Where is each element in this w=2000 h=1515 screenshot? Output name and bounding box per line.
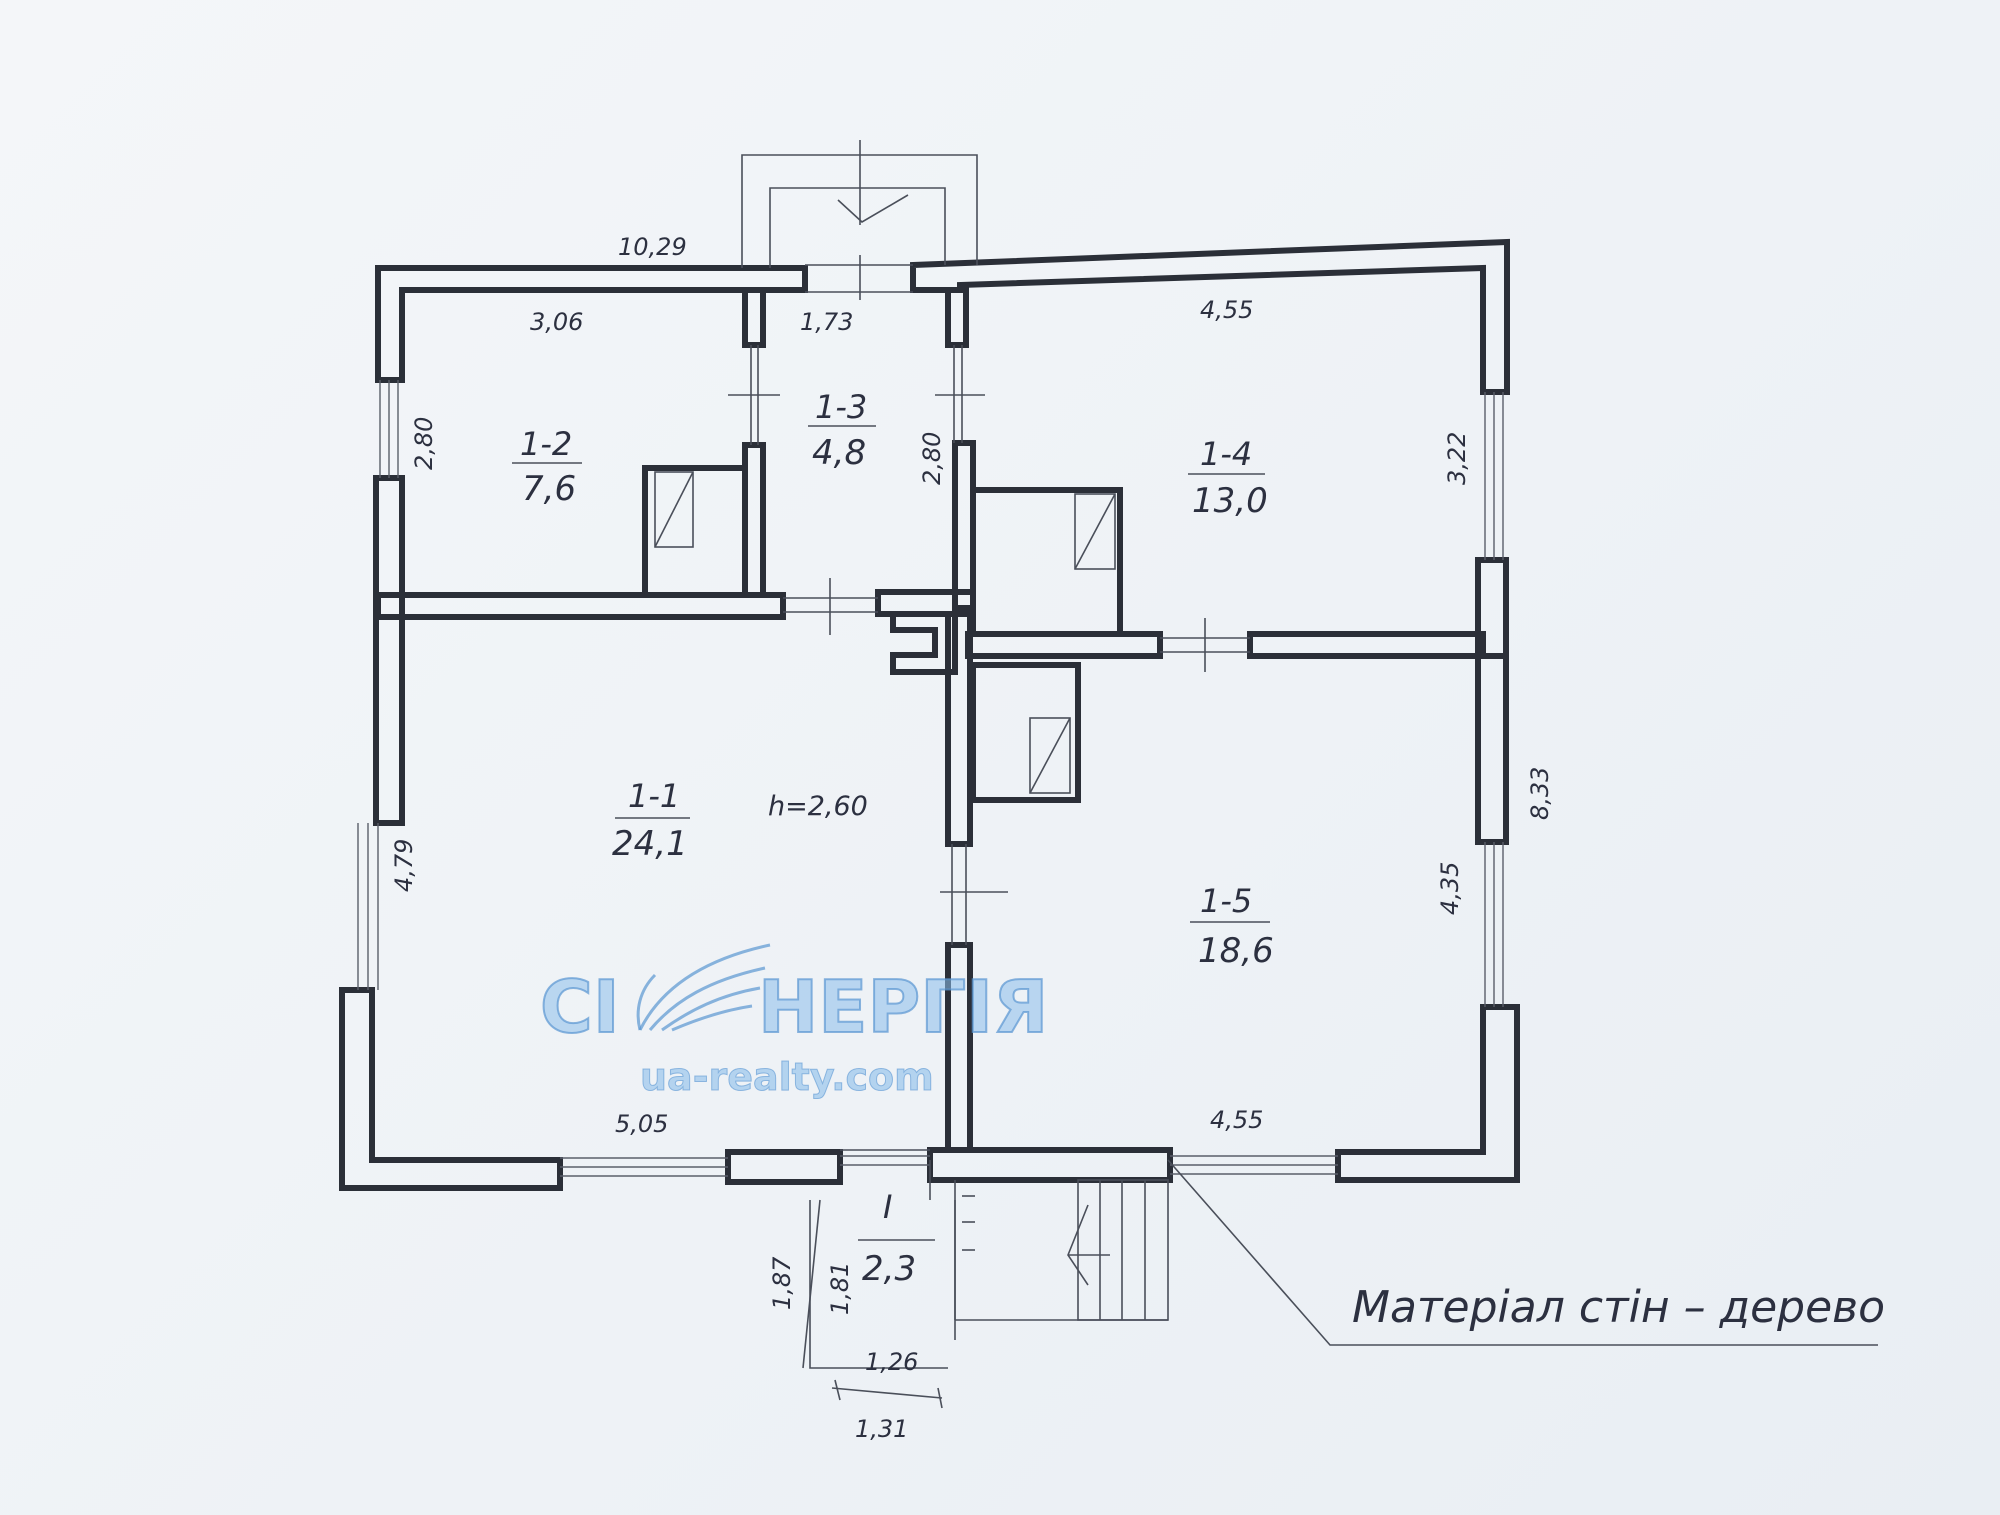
wall-1-2-1-3-upper (742, 287, 766, 348)
window-bottom-center (840, 1155, 930, 1166)
wall-1-1-1-5-lower (945, 942, 973, 1153)
dim-room-1-1-depth: 4,79 (390, 839, 418, 892)
room-porch: I 2,3 (858, 1188, 935, 1289)
watermark-url: ua-realty.com (640, 1055, 934, 1099)
dim-porch-left-inner: 1,81 (826, 1262, 854, 1315)
door-marks (728, 255, 1250, 1200)
wall-left-middle (373, 475, 405, 826)
room-id: 1-4 (1200, 435, 1252, 473)
room-area: 18,6 (1198, 931, 1274, 971)
room-area: 2,3 (862, 1249, 916, 1289)
room-area: 13,0 (1192, 481, 1268, 521)
room-labels: 1-2 7,6 1-3 4,8 1-4 13,0 1-1 24,1 h=2,60… (512, 388, 1274, 1289)
wall-bottom-entry (927, 1147, 1173, 1183)
dim-porch-width-inner: 1,26 (865, 1348, 918, 1376)
dim-overall-width-top: 10,29 (618, 233, 687, 261)
wall-bottom-left (339, 987, 563, 1191)
room-id: 1-5 (1200, 882, 1252, 920)
dim-room-1-5-depth: 4,35 (1436, 862, 1464, 915)
stove-1-4-flue (1074, 493, 1116, 570)
window-right-upper (1484, 392, 1504, 560)
dim-room-1-3-width: 1,73 (800, 308, 853, 336)
window-left-lower (357, 823, 379, 990)
dimension-labels: 10,29 3,06 1,73 4,55 2,80 2,80 3,22 8,33… (390, 233, 1554, 1443)
wall-material-note: Матеріал стін – дерево (1352, 1282, 1885, 1333)
dim-room-1-2-depth: 2,80 (410, 417, 438, 470)
wall-1-4-1-5-right (1247, 631, 1486, 659)
dim-room-1-3-depth: 2,80 (918, 432, 946, 485)
stove-1-2-flue (654, 471, 694, 548)
window-bottom-left (560, 1157, 728, 1177)
room-1-4: 1-4 13,0 (1188, 435, 1268, 521)
dim-room-1-4-width: 4,55 (1200, 296, 1253, 324)
window-bottom-right (1170, 1155, 1338, 1175)
wall-bottom-right (1335, 1004, 1520, 1183)
watermark-brand-right: НЕРГІЯ (758, 965, 1048, 1049)
room-id: I (883, 1188, 892, 1226)
dim-porch-left-outer: 1,87 (768, 1256, 796, 1310)
bottom-porch (802, 1179, 1169, 1409)
room-1-1: 1-1 24,1 (612, 777, 690, 864)
stove-1-5 (970, 662, 1081, 803)
windows (357, 380, 1504, 1177)
top-porch (741, 140, 978, 268)
room-area: 24,1 (612, 824, 688, 864)
dim-overall-depth-right: 8,33 (1526, 767, 1554, 820)
room-1-2: 1-2 7,6 (512, 425, 582, 509)
stove-1-5-flue (1029, 717, 1071, 794)
stairs (1077, 1179, 1169, 1321)
dim-room-1-1-width: 5,05 (615, 1110, 668, 1138)
room-area: 7,6 (522, 469, 576, 509)
dim-porch-width-outer: 1,31 (855, 1415, 908, 1443)
window-right-lower (1484, 842, 1504, 1007)
ceiling-height: h=2,60 (768, 791, 868, 822)
stove-1-2 (642, 465, 748, 598)
stoves (642, 465, 1123, 803)
room-1-5: 1-5 18,6 (1190, 882, 1274, 971)
room-id: 1-3 (815, 388, 867, 426)
note-leader (1167, 1159, 1878, 1346)
room-area: 4,8 (812, 433, 866, 473)
wall-1-3-1-4-upper (945, 287, 969, 348)
wall-bottom-mid (725, 1149, 843, 1185)
wall-1-2-1-1 (375, 592, 786, 620)
wall-right-middle (1475, 557, 1509, 845)
wall-1-4-1-5-left (965, 631, 1163, 659)
window-left-upper (379, 380, 399, 478)
wall-right-t (1475, 557, 1509, 659)
wall-top-left (375, 265, 808, 383)
room-1-3: 1-3 4,8 (808, 388, 876, 473)
dim-room-1-5-width: 4,55 (1210, 1106, 1263, 1134)
stove-1-4 (970, 487, 1123, 637)
watermark-brand-left: СІ (540, 965, 620, 1049)
dim-room-1-2-width: 3,06 (530, 308, 583, 336)
watermark: СІ НЕРГІЯ ua-realty.com (539, 943, 1049, 1100)
wall-top-right (910, 238, 1510, 395)
room-id: 1-1 (628, 777, 680, 815)
wall-vestibule (890, 611, 958, 675)
wing-icon (636, 943, 771, 1032)
dim-room-1-4-depth: 3,22 (1443, 432, 1471, 485)
outer-walls (339, 238, 1520, 1191)
room-id: 1-2 (520, 425, 572, 463)
